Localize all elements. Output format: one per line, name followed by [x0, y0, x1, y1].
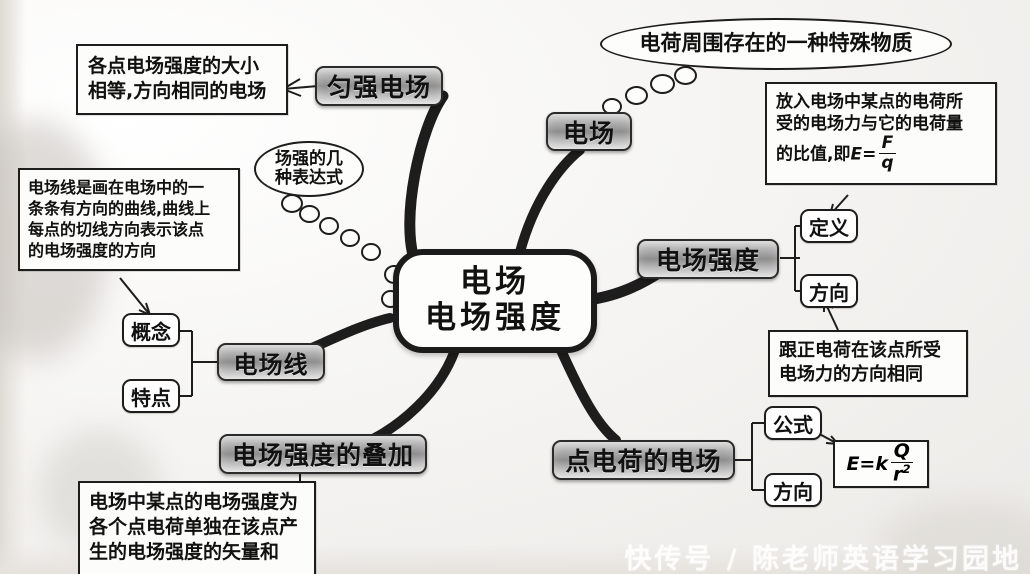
node-point-charge-field-label: 点电荷的电场 — [565, 447, 722, 476]
note-direction: 跟正电荷在该点所受 电场力的方向相同 — [768, 330, 968, 397]
formula-point-charge-den-exponent: 2 — [902, 461, 911, 476]
thought-dot — [299, 205, 320, 223]
note-definition-numerator: F — [878, 134, 897, 154]
thought-dot — [319, 217, 339, 235]
note-superposition-line1: 电场中某点的电场强度为 — [89, 491, 299, 513]
bubble-field-essence-label: 电荷周围存在的一种特殊物质 — [639, 31, 913, 56]
sub-node-concept[interactable]: 概念 — [122, 313, 180, 347]
bubble-field-essence: 电荷周围存在的一种特殊物质 — [600, 18, 952, 70]
thought-dot — [281, 194, 303, 213]
note-uniform-field-line1: 各点电场强度的大小 — [88, 55, 260, 77]
node-uniform-field-label: 匀强电场 — [326, 73, 431, 102]
node-field-strength-label: 电场强度 — [655, 246, 760, 275]
note-definition-formula-lhs: E= — [850, 144, 877, 165]
sub-node-definition[interactable]: 定义 — [800, 209, 858, 243]
sub-node-direction-bottom-label: 方向 — [773, 479, 813, 504]
formula-point-charge-lhs: E=k — [846, 453, 888, 475]
formula-point-charge-denominator: r2 — [890, 463, 914, 484]
note-superposition: 电场中某点的电场强度为 各个点电荷单独在该点产 生的电场强度的矢量和 — [78, 481, 316, 574]
note-definition-line1: 放入电场中某点的电荷所 — [776, 92, 963, 112]
sub-node-direction-bottom[interactable]: 方向 — [764, 473, 822, 507]
central-topic-node[interactable]: 电场 电场强度 — [393, 249, 597, 353]
node-uniform-field[interactable]: 匀强电场 — [315, 66, 443, 106]
central-topic-line2: 电场强度 — [425, 300, 565, 336]
note-field-lines-line3: 每点的切线方向表示该点 — [28, 220, 205, 240]
note-definition-line2: 受的电场力与它的电荷量 — [776, 114, 963, 135]
note-field-lines-line1: 电场线是画在电场中的一 — [28, 178, 205, 197]
node-field-lines-label: 电场线 — [233, 350, 309, 379]
sub-node-direction-right[interactable]: 方向 — [800, 274, 858, 308]
note-definition-line3-text: 的比值,即 — [776, 144, 851, 165]
thought-dot — [650, 74, 675, 94]
node-electric-field[interactable]: 电场 — [546, 112, 632, 151]
node-field-strength[interactable]: 电场强度 — [637, 239, 779, 279]
sub-node-concept-label: 概念 — [131, 319, 171, 344]
note-definition-denominator: q — [881, 152, 894, 173]
bubble-expressions: 场强的几 种表达式 — [254, 141, 364, 197]
sub-node-direction-right-label: 方向 — [809, 280, 849, 305]
sub-node-definition-label: 定义 — [809, 215, 849, 240]
node-superposition[interactable]: 电场强度的叠加 — [219, 434, 427, 474]
sub-node-formula[interactable]: 公式 — [764, 406, 822, 440]
sub-node-formula-label: 公式 — [773, 412, 813, 437]
bubble-expressions-line1: 场强的几 — [275, 148, 343, 169]
formula-point-charge-den-base: r — [892, 463, 903, 486]
note-field-lines-line2: 条条有方向的曲线,曲线上 — [28, 199, 211, 219]
note-direction-line2: 电场力的方向相同 — [779, 363, 923, 385]
note-uniform-field: 各点电场强度的大小 相等,方向相同的电场 — [76, 44, 288, 116]
note-uniform-field-line2: 相等,方向相同的电场 — [88, 80, 267, 103]
sub-node-features-label: 特点 — [131, 385, 171, 410]
note-direction-line1: 跟正电荷在该点所受 — [779, 340, 941, 361]
thought-dot — [625, 86, 648, 105]
note-superposition-line2: 各个点电荷单独在该点产 — [89, 516, 299, 539]
central-topic-line1: 电场 — [460, 264, 530, 301]
sub-node-features[interactable]: 特点 — [122, 379, 180, 413]
thought-dot — [361, 243, 381, 261]
formula-point-charge-numerator: Q — [890, 441, 913, 463]
node-electric-field-label: 电场 — [562, 118, 615, 148]
note-field-lines-line4: 的电场强度的方向 — [28, 241, 157, 261]
node-point-charge-field[interactable]: 点电荷的电场 — [552, 440, 735, 480]
note-field-lines: 电场线是画在电场中的一 条条有方向的曲线,曲线上 每点的切线方向表示该点 的电场… — [18, 168, 240, 272]
thought-dot — [674, 66, 697, 85]
node-field-lines[interactable]: 电场线 — [217, 343, 325, 381]
bubble-expressions-line2: 种表达式 — [275, 168, 343, 188]
thought-dot — [340, 229, 360, 247]
note-superposition-line3: 生的电场强度的矢量和 — [89, 541, 280, 564]
node-superposition-label: 电场强度的叠加 — [231, 441, 414, 470]
